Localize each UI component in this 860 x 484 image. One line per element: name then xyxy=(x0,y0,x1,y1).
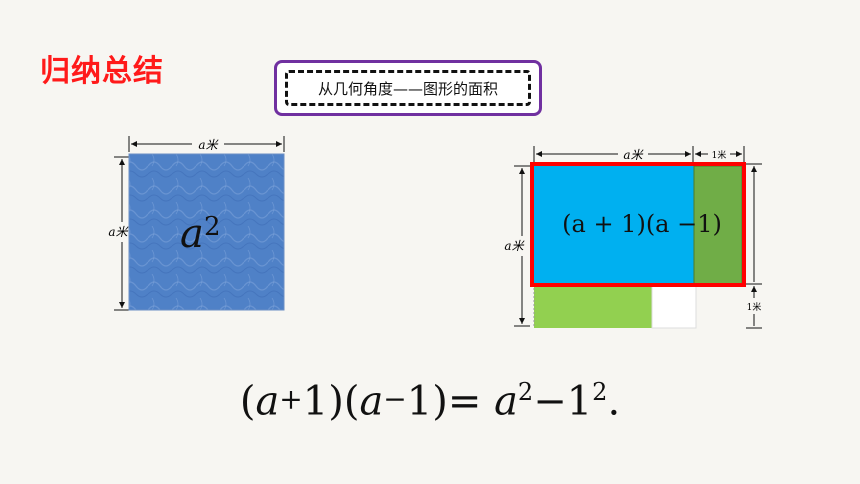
right-top-label: a米 xyxy=(623,148,644,162)
formula-period: . xyxy=(607,378,621,425)
left-side-label: a米 xyxy=(108,225,129,239)
right-area-expression: (a + 1)(a −1) xyxy=(562,210,722,238)
page-title: 归纳总结 xyxy=(40,54,164,89)
formula-paren: )( xyxy=(328,378,360,425)
square-area-exp: 2 xyxy=(204,212,221,242)
subtitle-text: 从几何角度——图形的面积 xyxy=(285,70,531,106)
formula-paren: ) xyxy=(432,378,448,425)
right-figure: a米 1米 a米 1米 (a + 1)(a −1) xyxy=(504,146,762,329)
formula-var-a: a xyxy=(359,378,384,425)
formula-one: 1 xyxy=(406,378,433,425)
formula-minus: − xyxy=(533,378,567,425)
formula-plus: + xyxy=(279,382,303,416)
formula-one: 1 xyxy=(302,378,329,425)
right-side-label: a米 xyxy=(504,239,525,253)
square-area-base: a xyxy=(180,211,204,257)
formula-paren: ( xyxy=(239,378,256,425)
formula-one: 1 xyxy=(566,378,593,425)
formula-exponent: 2 xyxy=(517,378,534,406)
right-top-right-label: 1米 xyxy=(712,149,727,161)
cyan-region xyxy=(534,166,694,284)
formula-var-a: a xyxy=(494,378,518,425)
square-a xyxy=(128,153,285,311)
left-figure: a米 a米 a 2 xyxy=(108,136,285,311)
formula-equals: = xyxy=(447,378,482,425)
formula-exponent: 2 xyxy=(592,378,608,406)
right-side-bottom-label: 1米 xyxy=(747,301,762,313)
formula-var-a: a xyxy=(255,378,280,425)
formula-minus: − xyxy=(383,382,407,416)
bottom-strip-green xyxy=(534,284,652,328)
main-formula: (a+1)(a−1)= a2−12. xyxy=(0,378,860,424)
subtitle-box: 从几何角度——图形的面积 xyxy=(274,60,542,116)
bottom-strip-white xyxy=(651,283,697,329)
left-top-label: a米 xyxy=(198,138,219,152)
red-outline xyxy=(530,162,746,287)
